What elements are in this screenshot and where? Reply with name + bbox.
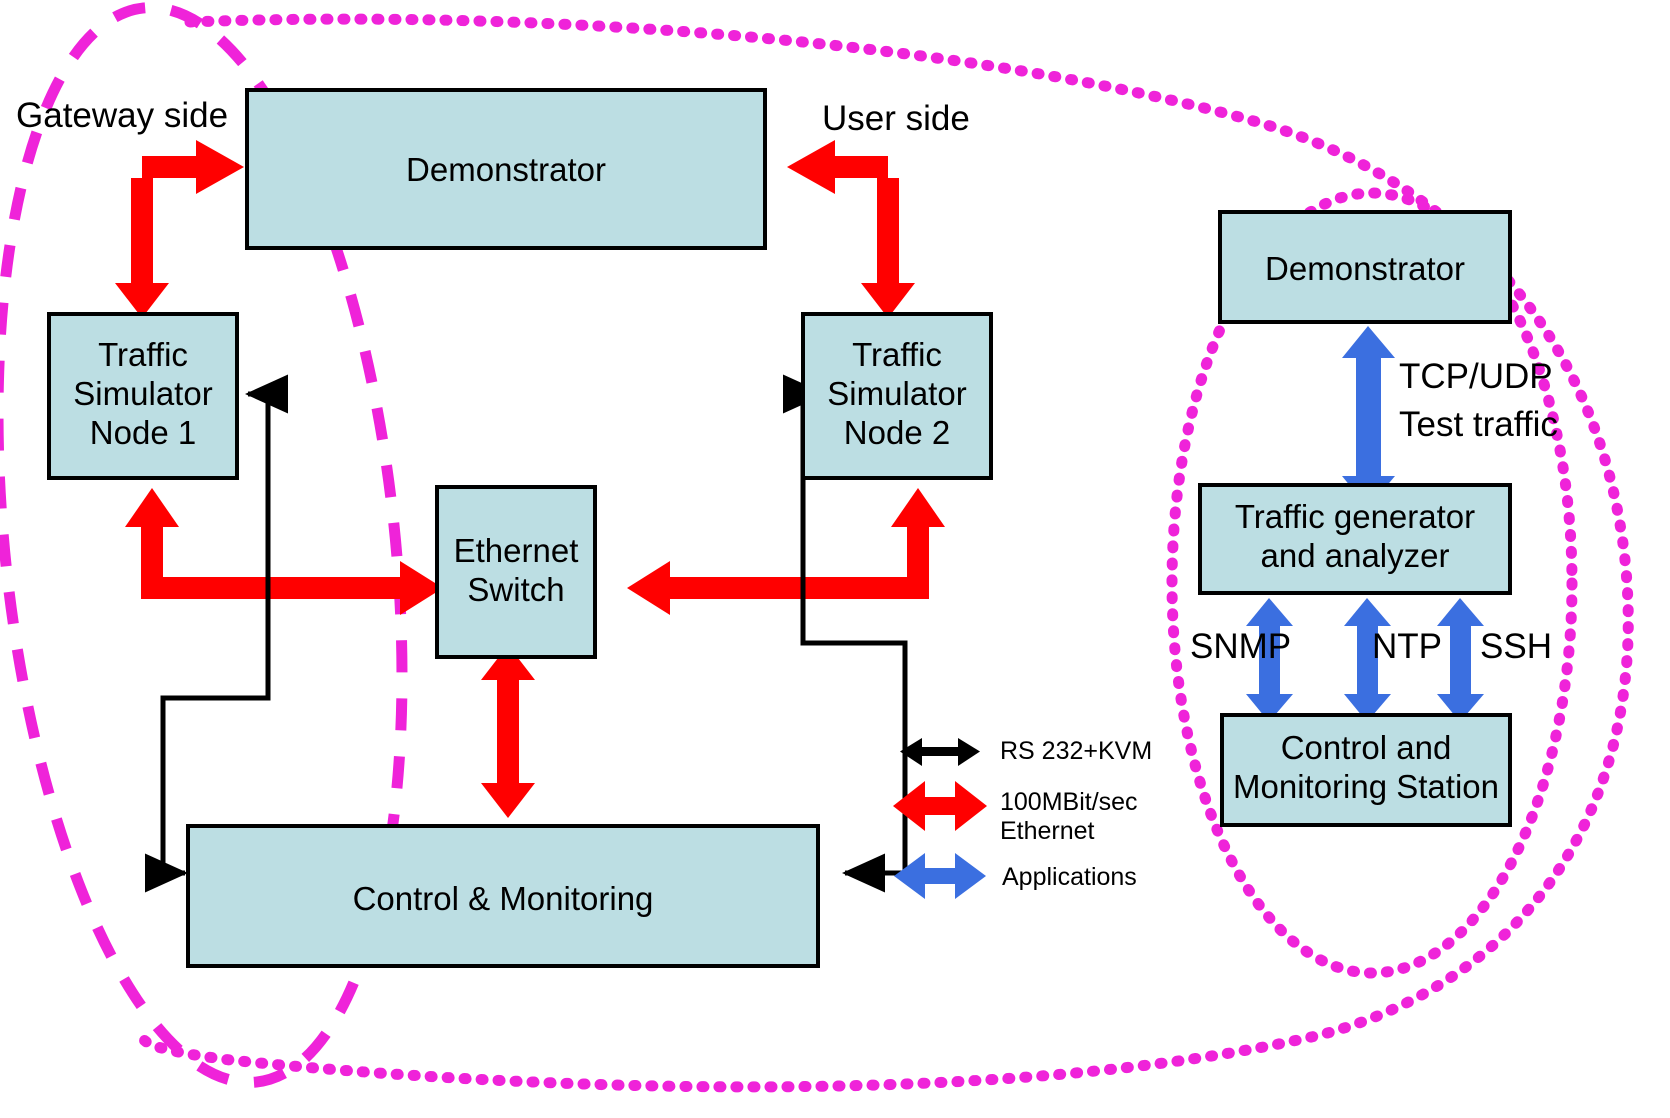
proto-label-tcp-udp: TCP/UDP [1399,357,1553,396]
label-user-side: User side [822,99,970,138]
legend-label-ethernet-line2: Ethernet [1000,817,1095,845]
arrow-node1-to-switch [125,488,443,615]
legend-arrow-rs232-kvm [900,738,980,766]
box-traffic-generator-and-analyzer [1198,483,1512,595]
box-label-demonstrator: Demonstrator [406,151,606,188]
legend-arrows-group [893,738,987,899]
label-gateway-side: Gateway side [16,96,229,135]
proto-label-ssh: SSH [1480,627,1552,666]
rs232-line-node2 [800,394,908,873]
rs232-kvm-lines-group [145,374,908,893]
rs232-line-node1 [160,394,271,873]
legend-arrow-applications [894,853,986,899]
legend-arrow-ethernet [893,781,987,831]
arrow-demonstrator-to-node1 [115,140,244,318]
box-label-demonstrator-right: Demonstrator [1265,250,1465,287]
arrow-ssh [1437,598,1484,722]
legend-label-applications: Applications [1002,863,1137,891]
gateway-side-boundary [0,2,408,1088]
box-label-traffic-simulator-node-1: Traffic Simulator Node 1 [73,336,213,451]
ethernet-arrows-group [115,140,945,818]
legend-label-rs232-kvm: RS 232+KVM [1000,737,1153,765]
legend-label-ethernet-line1: 100MBit/sec [1000,788,1138,816]
box-label-control-and-monitoring: Control & Monitoring [352,880,654,917]
arrow-ntp [1344,598,1391,722]
arrow-switch-to-control [481,645,535,818]
box-demonstrator-right [1218,210,1512,324]
box-label-traffic-simulator-node-2: Traffic Simulator Node 2 [827,336,967,451]
arrow-tcp-udp-test-traffic [1342,326,1395,508]
arrow-snmp [1246,598,1293,722]
boxes-group [47,88,1512,968]
box-label-control-and-monitoring-station: Control and Monitoring Station [1233,729,1499,805]
proto-label-snmp: SNMP [1190,627,1292,666]
proto-label-ntp: NTP [1372,627,1442,666]
arrow-demonstrator-to-node2 [787,140,915,318]
box-label-traffic-generator-and-analyzer: Traffic generator and analyzer [1234,498,1476,574]
box-demonstrator [245,88,767,250]
arrow-node2-to-switch [627,488,945,615]
box-control-and-monitoring-station [1220,713,1512,827]
box-label-ethernet-switch: Ethernet Switch [453,532,579,608]
box-traffic-simulator-node-1 [47,312,239,480]
proto-label-test-traffic: Test traffic [1399,405,1558,444]
box-ethernet-switch [435,485,597,659]
user-side-boundary [137,13,1634,1093]
box-traffic-simulator-node-2 [801,312,993,480]
box-control-and-monitoring [186,824,820,968]
